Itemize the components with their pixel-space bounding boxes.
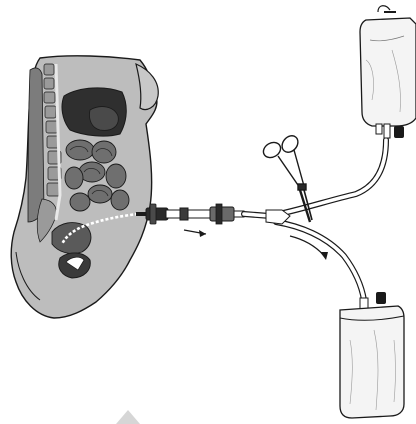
back-muscle bbox=[28, 68, 44, 222]
pelvic-organs bbox=[52, 223, 91, 254]
page-artifact bbox=[116, 410, 140, 424]
drain-bag-cap bbox=[376, 292, 386, 304]
stomach-organ bbox=[89, 107, 118, 131]
catheter-tubing bbox=[244, 140, 386, 300]
catheter-connector bbox=[136, 204, 244, 224]
supply-bag-body bbox=[360, 18, 416, 126]
flow-arrows bbox=[184, 230, 328, 260]
torso-sagittal-section bbox=[11, 56, 158, 318]
dialysate-supply-bag bbox=[360, 6, 416, 138]
drainage-bag bbox=[340, 292, 404, 418]
drain-bag-body bbox=[340, 306, 404, 418]
